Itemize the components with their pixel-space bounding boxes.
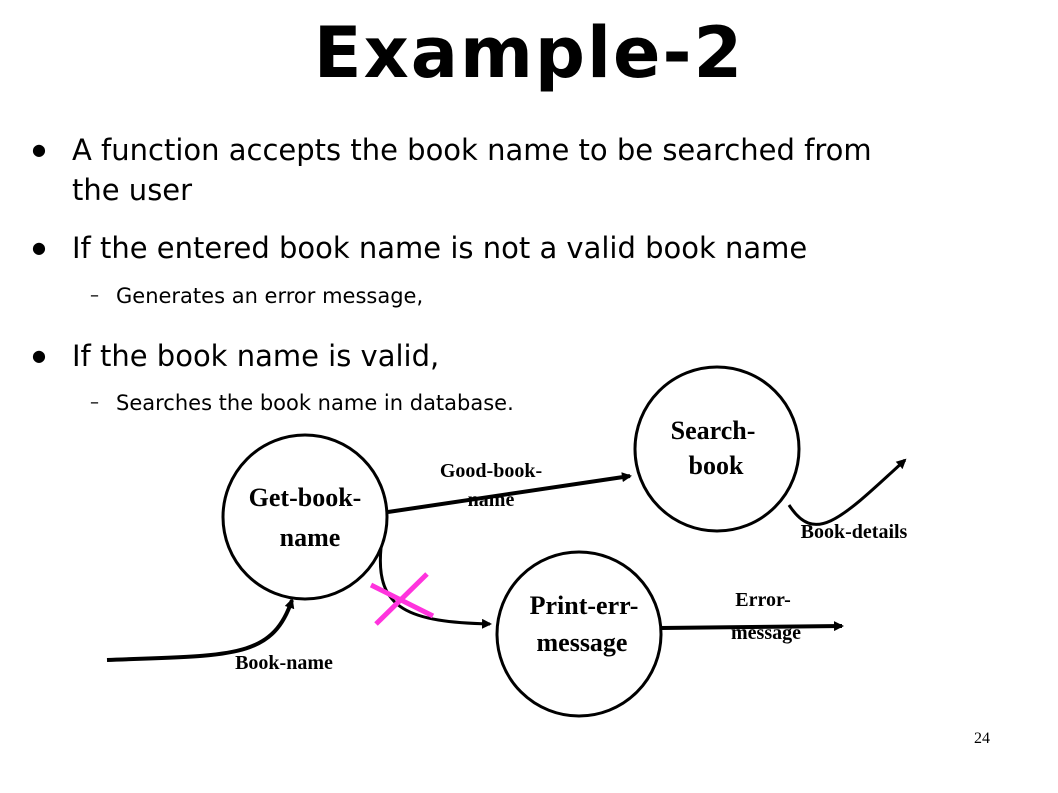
book-details-flow-arrow	[787, 458, 907, 526]
search-book-label-1: Search-	[671, 416, 756, 445]
get-book-name-label-2: name	[280, 523, 341, 552]
good-book-name-label-1: Good-book-	[440, 460, 542, 482]
error-message-label-2: message	[731, 622, 801, 644]
bullet-1: ● A function accepts the book name to be…	[32, 130, 1052, 210]
sub-bullet-2: – Generates an error message,	[90, 281, 424, 311]
page-number: 24	[974, 730, 990, 747]
bullet-2-text: If the entered book name is not a valid …	[72, 231, 808, 265]
sub-bullet-2-text: Generates an error message,	[116, 284, 424, 308]
bullet-1-line-2: the user	[72, 173, 193, 207]
print-err-message-process	[495, 550, 663, 718]
error-message-flow-arrow	[660, 621, 844, 632]
bullet-dot-icon: ●	[32, 346, 46, 365]
good-book-name-label-2: name	[468, 489, 515, 511]
dash-icon: –	[90, 392, 99, 413]
bullet-dot-icon: ●	[32, 140, 46, 159]
bullet-1-line-1: A function accepts the book name to be s…	[72, 133, 872, 167]
search-book-label-2: book	[689, 451, 744, 480]
sub-bullet-3: – Searches the book name in database.	[90, 388, 514, 418]
bullet-3: ● If the book name is valid,	[32, 336, 440, 376]
cross-mark-icon	[369, 572, 435, 626]
book-details-label: Book-details	[801, 521, 908, 543]
invalid-book-name-flow-arrow	[378, 547, 492, 629]
book-name-flow-arrow	[106, 598, 295, 662]
print-err-message-label-1: Print-err-	[530, 591, 639, 620]
bullet-2: ● If the entered book name is not a vali…	[32, 228, 808, 268]
search-book-process	[633, 365, 801, 533]
book-name-label: Book-name	[235, 652, 333, 674]
error-message-label-1: Error-	[735, 589, 791, 611]
sub-bullet-3-text: Searches the book name in database.	[116, 391, 514, 415]
slide-title: Example-2	[313, 12, 745, 94]
good-book-name-flow-arrow	[387, 472, 632, 514]
get-book-name-process	[221, 433, 389, 601]
get-book-name-label-1: Get-book-	[249, 483, 362, 512]
bullet-3-text: If the book name is valid,	[72, 339, 440, 373]
dash-icon: –	[90, 285, 99, 306]
print-err-message-label-2: message	[537, 628, 628, 657]
bullet-dot-icon: ●	[32, 238, 46, 257]
